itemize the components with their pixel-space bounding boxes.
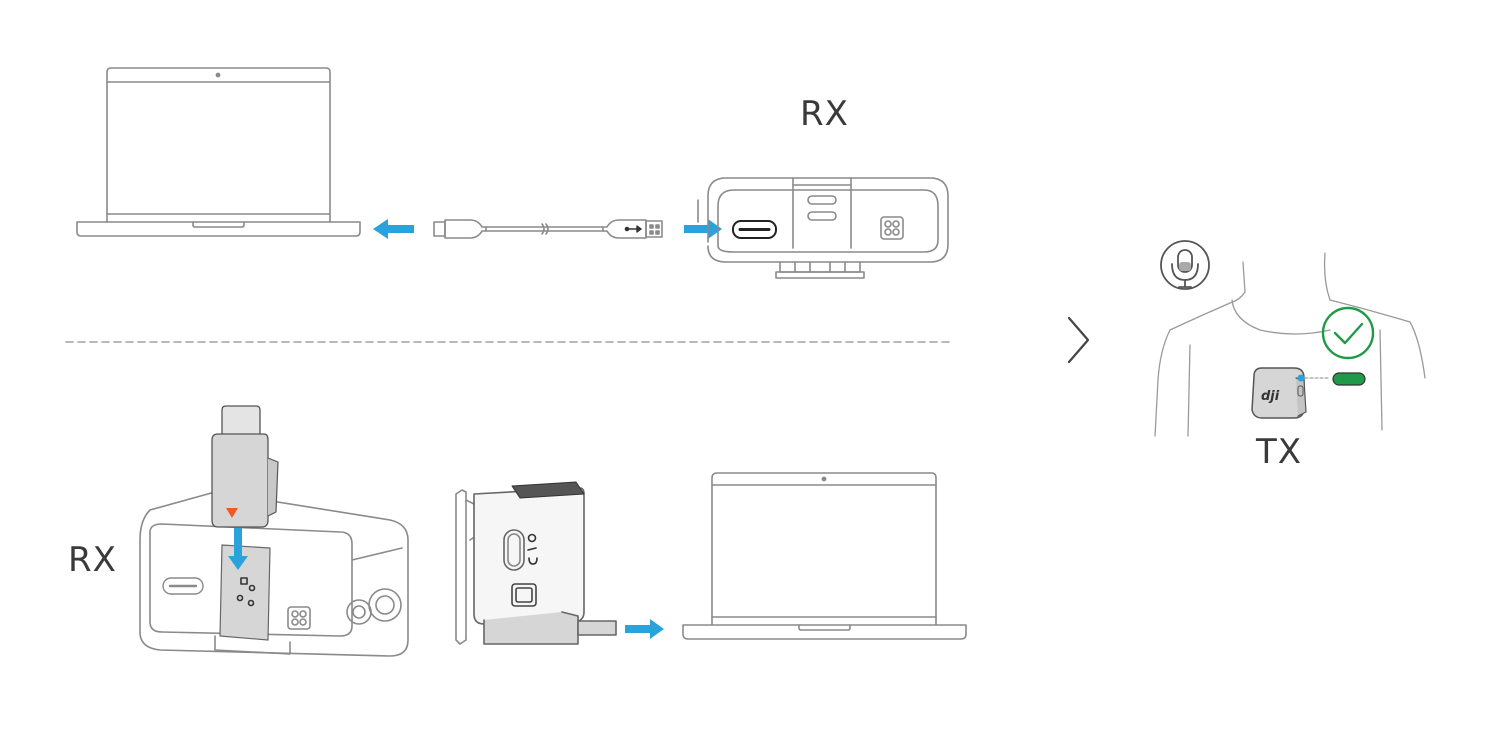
rx-label-bottom: RX	[68, 540, 117, 580]
webcam-dot	[821, 476, 827, 482]
arrow-to-laptop-bottom	[625, 619, 664, 639]
microphone-icon	[1160, 240, 1210, 290]
arrow-to-laptop	[373, 219, 414, 239]
status-led-dot	[1297, 374, 1305, 382]
laptop-top	[76, 67, 361, 237]
laptop-bottom	[682, 472, 967, 640]
usb-c-adapter	[211, 405, 279, 528]
usb-symbol-icon	[624, 225, 642, 233]
orientation-marker	[226, 508, 238, 518]
chevron-right-icon	[1067, 316, 1090, 364]
rx-receiver-angled	[139, 405, 409, 657]
tx-label: TX	[1256, 432, 1303, 472]
usb-c-plug	[433, 221, 446, 237]
insert-arrow	[228, 528, 248, 570]
status-led-indicator	[1332, 372, 1366, 386]
rx-receiver-front	[697, 177, 949, 279]
usb-a-plug	[645, 220, 663, 238]
multi-function-port-bottom	[287, 606, 311, 630]
rx-label-top: RX	[800, 94, 849, 134]
tx-transmitter-side	[455, 481, 617, 645]
usb-cable	[433, 219, 663, 239]
torso-illustration	[1154, 252, 1426, 437]
checkmark-circle-icon	[1321, 306, 1375, 360]
usb-c-port	[732, 220, 777, 239]
webcam-dot	[215, 72, 221, 78]
arrow-into-rx	[684, 219, 722, 239]
usb-c-plug-side	[577, 620, 617, 636]
tx-transmitter: dji	[1251, 367, 1366, 419]
dji-logo: dji	[1261, 389, 1280, 404]
multi-function-port	[880, 216, 904, 240]
